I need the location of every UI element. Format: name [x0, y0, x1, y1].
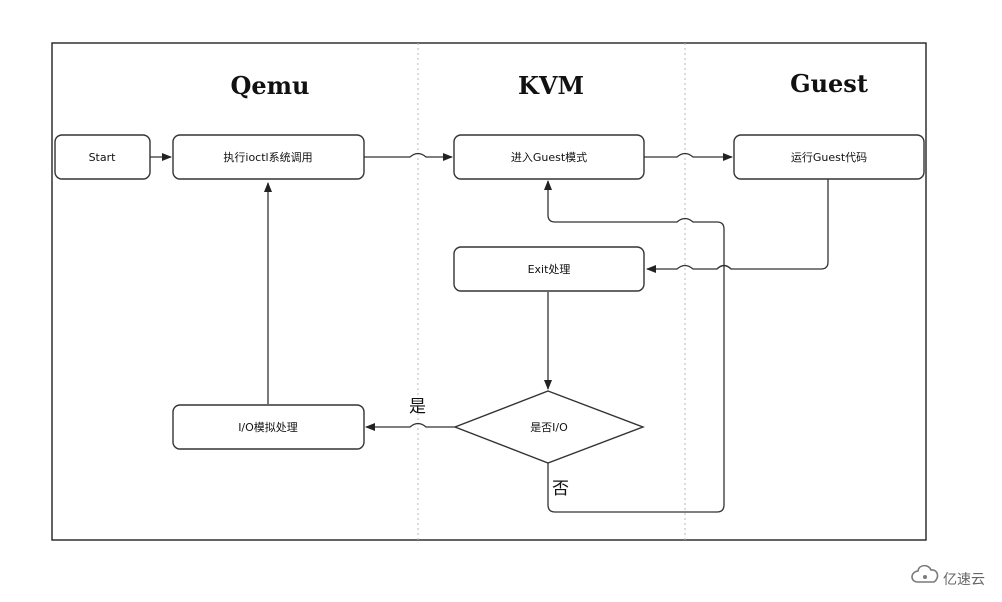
- watermark: 亿速云: [911, 564, 985, 588]
- edge-decision-yes-to-io: [365, 422, 455, 431]
- lane-title-kvm: KVM: [518, 71, 584, 100]
- node-decision-is-io: 是否I/O: [453, 390, 645, 464]
- branch-label-no: 否: [552, 479, 569, 499]
- node-run-guest-label: 运行Guest代码: [791, 151, 867, 164]
- edge-decision-no-loop: [544, 180, 725, 513]
- node-enter-guest-label: 进入Guest模式: [511, 151, 587, 164]
- branch-label-yes: 是: [409, 397, 426, 417]
- node-start: Start: [54, 134, 151, 180]
- node-exit-label: Exit处理: [528, 263, 571, 276]
- edge-enter-guest-to-run-guest: [644, 152, 733, 161]
- edge-run-guest-to-exit: [646, 179, 829, 273]
- cloud-logo-icon: [911, 564, 939, 583]
- node-io-emulation-label: I/O模拟处理: [238, 420, 298, 434]
- node-ioctl-label: 执行ioctl系统调用: [223, 150, 312, 164]
- lane-title-guest: Guest: [790, 69, 868, 98]
- node-io-emulation: I/O模拟处理: [172, 404, 365, 450]
- node-enter-guest: 进入Guest模式: [453, 134, 645, 180]
- node-decision-label: 是否I/O: [530, 421, 568, 434]
- node-run-guest: 运行Guest代码: [733, 134, 925, 180]
- node-exit: Exit处理: [453, 246, 645, 292]
- watermark-text: 亿速云: [943, 572, 985, 588]
- node-start-label: Start: [89, 151, 117, 164]
- lane-title-qemu: Qemu: [230, 71, 309, 100]
- diagram-frame: [51, 42, 927, 541]
- node-ioctl: 执行ioctl系统调用: [172, 134, 365, 180]
- edge-ioctl-to-enter-guest: [364, 152, 453, 161]
